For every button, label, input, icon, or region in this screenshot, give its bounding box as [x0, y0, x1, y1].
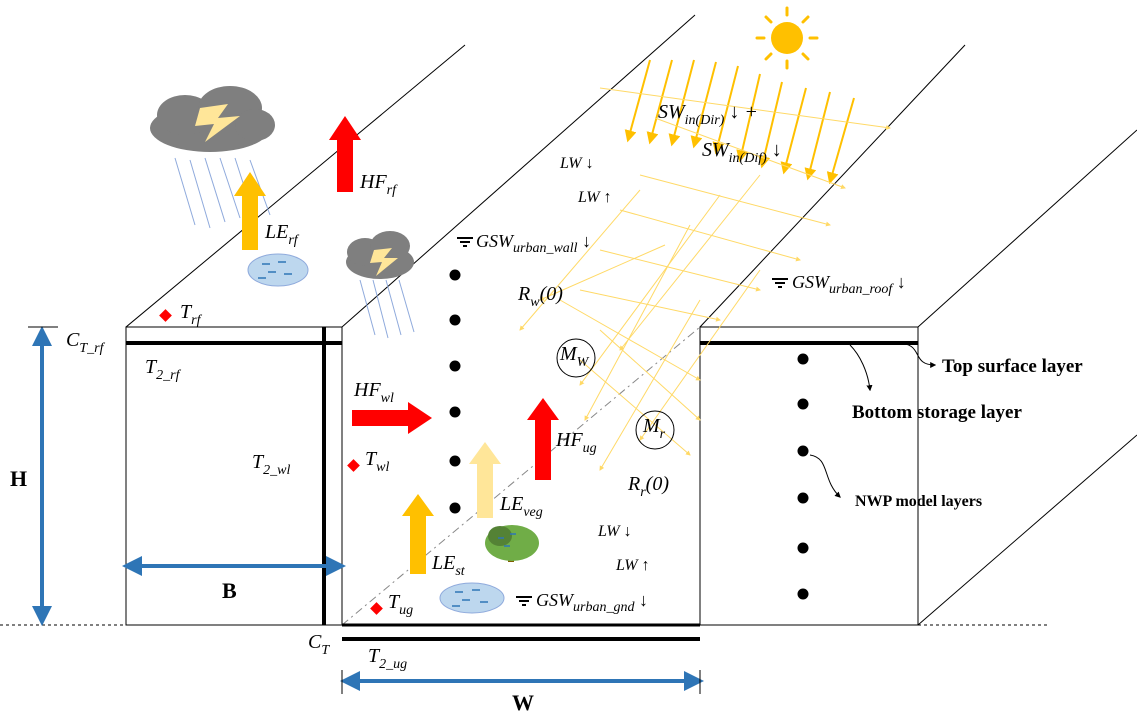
storm-cloud-icon [346, 231, 415, 339]
left-building [125, 326, 343, 626]
t-ug-marker [370, 602, 383, 615]
dimension-arrows [32, 326, 704, 691]
tree-icon [485, 525, 539, 562]
ct-rf-label: CT_rf [66, 329, 106, 356]
t2-wl-label: T2_wl [252, 451, 290, 478]
mr-circle [635, 410, 675, 450]
bottom-storage-label: Bottom storage layer [852, 402, 1022, 423]
storm-cloud-icon [150, 86, 275, 229]
perspective-line [917, 434, 1137, 626]
flux-arrows [234, 116, 559, 574]
lw-up-label: LW ↑ [577, 189, 612, 206]
water-cloud-icon [439, 582, 505, 614]
nwp-layer-dots [449, 269, 809, 600]
rr0-label: Rr(0) [627, 473, 669, 500]
t-rf-label: Trf [180, 301, 203, 328]
t-wl-marker [347, 459, 360, 472]
perspective-line [917, 129, 1137, 328]
gsw-gnd-label: GSWurban_gnd ↓ [536, 590, 648, 615]
le-rf-arrow [234, 172, 266, 250]
temperature-markers [159, 309, 383, 615]
le-rf-label: LErf [264, 221, 300, 248]
perspective-line [125, 44, 466, 328]
top-surface-label: Top surface layer [942, 356, 1083, 377]
le-veg-label: LEveg [499, 493, 543, 520]
hf-ug-label: HFug [555, 429, 597, 456]
direct-radiation-rays [624, 59, 855, 185]
le-st-arrow [402, 494, 434, 574]
width-w-label: W [512, 690, 534, 715]
le-veg-arrow [469, 442, 501, 518]
t2-ug-label: T2_ug [368, 645, 407, 672]
hf-wl-label: HFwl [353, 379, 394, 406]
perspective-line [699, 44, 966, 328]
mr-label: Mr [642, 415, 666, 442]
pointer-curves [809, 342, 937, 498]
mw-circle [556, 338, 596, 378]
rw0-label: Rw(0) [517, 283, 563, 310]
lw-down-label: LW ↓ [559, 155, 594, 172]
ct-label: CT [308, 631, 330, 658]
t-wl-label: Twl [365, 448, 389, 475]
nwp-layers-label: NWP model layers [855, 493, 982, 510]
perspective-line [341, 14, 696, 328]
gsw-symbols [457, 237, 788, 606]
right-building [699, 326, 919, 626]
lw-up-label: LW ↑ [615, 557, 650, 574]
width-b-label: B [222, 578, 237, 603]
gsw-wall-label: GSWurban_wall ↓ [476, 231, 591, 256]
sw-in-dif-label: SWin(Dif) ↓ [702, 139, 782, 166]
t-rf-marker [159, 309, 172, 322]
t-ug-label: Tug [388, 591, 413, 618]
t2-rf-label: T2_rf [145, 356, 182, 383]
hf-ug-arrow [527, 398, 559, 480]
le-st-label: LEst [431, 552, 466, 579]
sun-icon [755, 6, 819, 70]
water-cloud-icon [247, 253, 309, 287]
perspective-line [341, 326, 701, 626]
height-label: H [10, 466, 27, 491]
mw-label: MW [559, 343, 590, 370]
gsw-roof-label: GSWurban_roof ↓ [792, 272, 906, 297]
hf-rf-arrow [329, 116, 361, 192]
lw-down-label: LW ↓ [597, 523, 632, 540]
surface-layers [126, 327, 918, 641]
sw-in-dir-label: SWin(Dir) ↓ + [658, 101, 758, 128]
hf-rf-label: HFrf [359, 171, 398, 198]
diffuse-radiation-rays [519, 87, 891, 471]
hf-wl-arrow [352, 402, 432, 434]
